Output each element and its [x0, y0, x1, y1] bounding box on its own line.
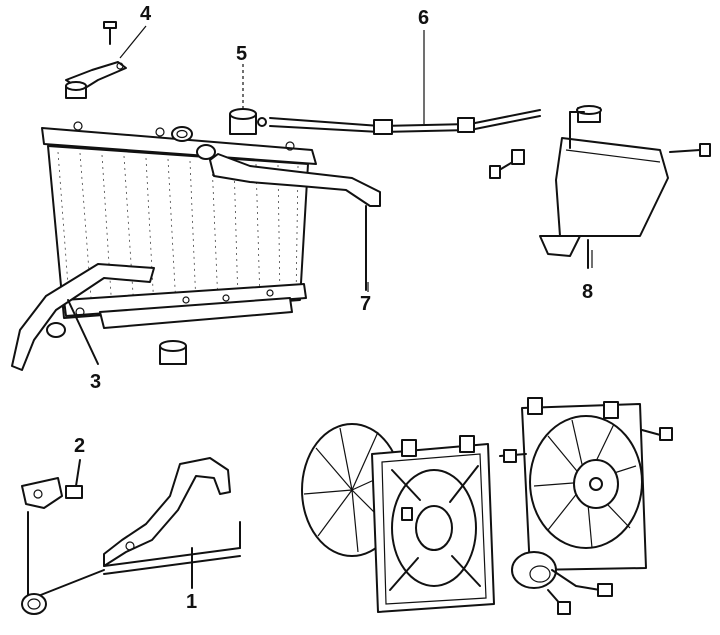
callout-8: 8	[582, 281, 594, 303]
callout-5: 5	[236, 43, 248, 65]
part-2-clamp	[21, 459, 83, 509]
part-3-lower-hose	[11, 263, 155, 371]
part-8-reservoir	[489, 105, 711, 269]
part-4-bracket	[65, 21, 127, 99]
callout-6: 6	[418, 7, 430, 29]
callout-7: 7	[360, 293, 372, 315]
part-1-hose-assembly	[21, 457, 241, 615]
callout-3: 3	[90, 371, 102, 393]
callout-4: 4	[140, 3, 152, 25]
fan-assembly-right	[499, 397, 673, 615]
part-7-upper-hose	[196, 144, 381, 291]
radiator	[41, 121, 317, 329]
fan-assembly-left	[301, 423, 495, 613]
part-6-overflow-hose	[269, 109, 541, 135]
callout-1: 1	[186, 591, 198, 613]
leader-lines	[119, 25, 593, 292]
part-5-radiator-cap	[229, 64, 267, 135]
callout-2: 2	[74, 435, 86, 457]
radiator-mount-bushing	[159, 340, 187, 365]
